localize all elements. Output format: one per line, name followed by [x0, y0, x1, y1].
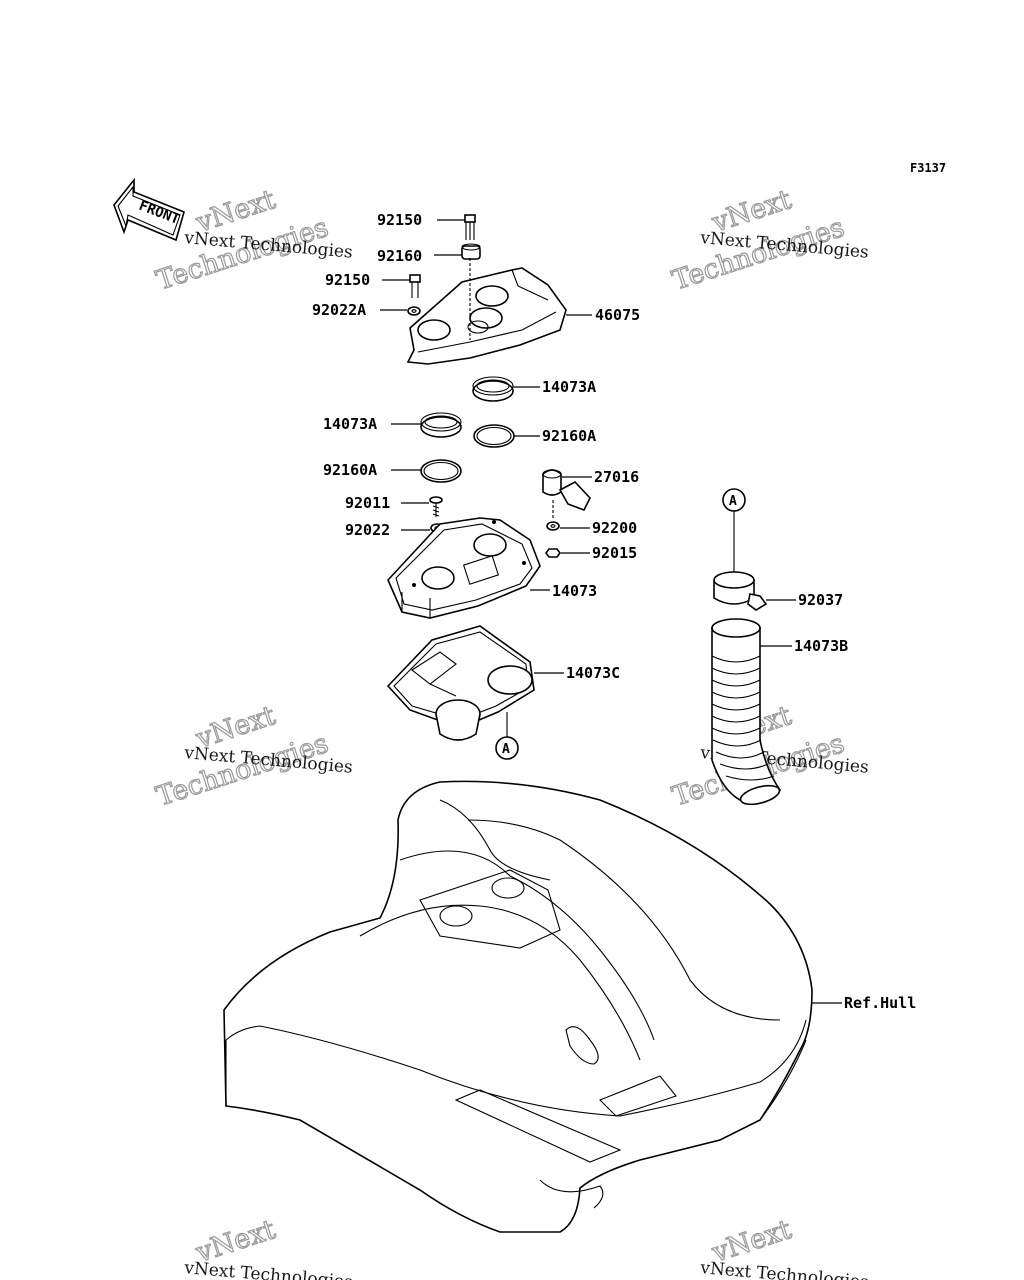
watermark-mid-left: vNext Technologies vNext Technologies	[152, 700, 354, 814]
label-92160: 92160	[377, 247, 422, 265]
label-14073: 14073	[552, 582, 597, 600]
watermark-top-right: vNext Technologies vNext Technologies	[668, 184, 870, 298]
svg-text:vNext Technologies: vNext Technologies	[183, 1258, 354, 1280]
watermark-top-left: vNext Technologies vNext Technologies	[152, 184, 354, 298]
watermark-bottom-left: vNext vNext Technologies	[183, 1214, 354, 1280]
clamp-92037-icon	[713, 571, 768, 611]
bolt-92150-mid-icon	[409, 274, 421, 298]
cover-14073-icon	[387, 517, 541, 619]
label-14073A-right: 14073A	[542, 378, 596, 396]
svg-text:A: A	[502, 742, 510, 757]
label-ref-hull: Ref.Hull	[844, 994, 916, 1012]
label-92160A-right: 92160A	[542, 427, 596, 445]
label-92200: 92200	[592, 519, 637, 537]
figure-code: F3137	[910, 161, 946, 175]
hose-14073B-icon	[711, 618, 782, 806]
label-92037: 92037	[798, 591, 843, 609]
svg-text:vNext Technologies: vNext Technologies	[699, 1258, 870, 1280]
screw-92011-icon	[429, 496, 443, 517]
bolt-92150-top-icon	[464, 214, 476, 240]
label-14073C: 14073C	[566, 664, 620, 682]
cap-27016-icon	[542, 469, 591, 512]
svg-text:A: A	[729, 494, 737, 509]
callout-a-lower: A	[495, 736, 519, 760]
front-arrow-icon: FRONT	[113, 177, 185, 242]
nut-92015-icon	[545, 548, 561, 558]
airbox-14073C-icon	[386, 625, 535, 741]
label-92011: 92011	[345, 494, 390, 512]
hull-icon	[223, 780, 813, 1233]
washer-92022A-icon	[407, 306, 421, 316]
oring-92160A-left-icon	[420, 459, 462, 483]
oring-92160A-right-icon	[473, 424, 515, 448]
label-27016: 27016	[594, 468, 639, 486]
bracket-46075-icon	[406, 258, 567, 365]
label-92022: 92022	[345, 521, 390, 539]
label-92150-top: 92150	[377, 211, 422, 229]
label-14073A-left: 14073A	[323, 415, 377, 433]
seal-14073A-left-icon	[420, 412, 462, 438]
seal-14073A-right-icon	[472, 376, 514, 402]
watermark-bottom-right: vNext vNext Technologies	[699, 1214, 870, 1280]
callout-a-upper: A	[722, 488, 746, 512]
label-46075: 46075	[595, 306, 640, 324]
washer-92200-icon	[546, 521, 560, 531]
label-92022A: 92022A	[312, 301, 366, 319]
label-92150-mid: 92150	[325, 271, 370, 289]
label-92015: 92015	[592, 544, 637, 562]
collar-92160-icon	[461, 243, 481, 260]
label-14073B: 14073B	[794, 637, 848, 655]
label-92160A-left: 92160A	[323, 461, 377, 479]
